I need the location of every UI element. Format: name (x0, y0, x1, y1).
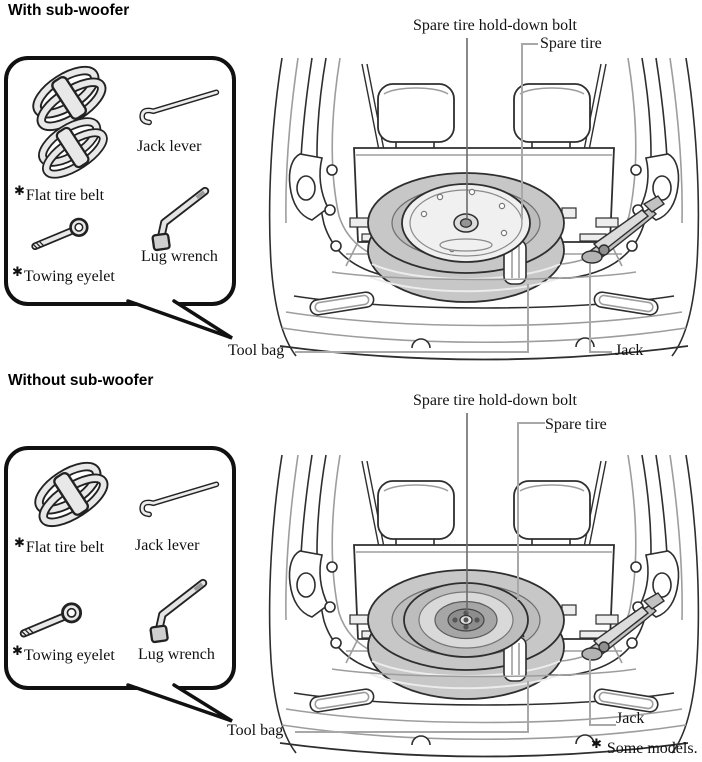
section-heading-with-subwoofer: With sub-woofer (8, 2, 130, 19)
label-jack: Jack (616, 710, 645, 727)
asterisk-icon: ✱ (591, 736, 602, 751)
label-jack-lever: Jack lever (135, 537, 200, 554)
leader-tool-bag (295, 284, 529, 353)
leader-tool-bag (295, 681, 529, 733)
label-tool-bag: Tool bag (228, 342, 285, 359)
leader-spare-tire (521, 43, 538, 220)
leader-jack (589, 264, 612, 353)
label-hold-down-bolt: Spare tire hold-down bolt (413, 392, 577, 409)
car-rear-diagram-top (268, 38, 700, 361)
label-spare-tire: Spare tire (545, 416, 607, 433)
label-tool-bag: Tool bag (227, 722, 284, 739)
spare-wheel-rim (403, 582, 529, 658)
label-flat-tire-belt: ✱Flat tire belt (14, 535, 105, 556)
footnote-some-models: ✱ Some models. (591, 736, 698, 757)
tool-bag-callout-top (4, 56, 236, 340)
label-lug-wrench: Lug wrench (138, 646, 215, 663)
asterisk-icon: ✱ (14, 183, 25, 198)
label-spare-tire: Spare tire (540, 35, 602, 52)
label-hold-down-bolt: Spare tire hold-down bolt (413, 17, 577, 34)
label-towing-eyelet: ✱Towing eyelet (12, 264, 115, 285)
section-heading-without-subwoofer: Without sub-woofer (8, 372, 154, 389)
label-flat-tire-belt: ✱Flat tire belt (14, 183, 105, 204)
label-towing-eyelet: ✱Towing eyelet (12, 643, 115, 664)
label-lug-wrench: Lug wrench (141, 248, 218, 265)
tool-bag-callout-bottom (4, 446, 236, 723)
asterisk-icon: ✱ (12, 643, 23, 658)
asterisk-icon: ✱ (12, 264, 23, 279)
label-jack-lever: Jack lever (137, 138, 202, 155)
subwoofer-cover (401, 183, 531, 263)
leader-spare-tire (517, 422, 545, 600)
label-jack: Jack (615, 342, 644, 359)
asterisk-icon: ✱ (14, 535, 25, 550)
leader-jack (589, 659, 616, 726)
car-rear-diagram-bottom (268, 413, 700, 758)
